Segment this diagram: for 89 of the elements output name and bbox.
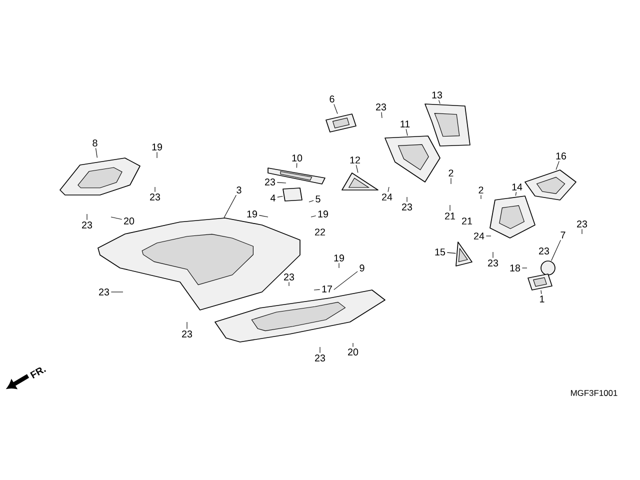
callout-number: 21 — [445, 212, 455, 220]
callout-number: 20 — [348, 348, 358, 356]
cover-plate — [524, 170, 576, 200]
leader-line — [314, 289, 320, 290]
callout-number: 19 — [318, 210, 328, 218]
callout-number: 1 — [540, 296, 544, 302]
callout-number: 12 — [350, 156, 360, 164]
callout-number: 5 — [316, 196, 320, 202]
callout-number: 23 — [488, 260, 498, 266]
leader-line — [258, 215, 268, 218]
leader-line — [186, 322, 188, 330]
switch-cover — [490, 196, 536, 238]
callout-number: 23 — [577, 220, 588, 228]
side-panel — [60, 158, 140, 196]
leader-line — [310, 216, 316, 218]
callout-number: 7 — [560, 232, 566, 238]
callout-number: 20 — [124, 218, 134, 224]
callout-number: 21 — [462, 218, 472, 224]
leader-line — [480, 194, 482, 200]
pocket-frame — [424, 104, 470, 146]
callout-number: 23 — [150, 194, 160, 200]
leader-line — [388, 186, 390, 192]
callout-number: 10 — [292, 154, 302, 162]
pocket-lid — [384, 136, 440, 182]
seal-ring — [342, 172, 378, 190]
callout-number: 24 — [382, 194, 392, 200]
key — [528, 274, 552, 290]
callout-number: 23 — [265, 178, 276, 186]
callout-number: 2 — [448, 170, 454, 176]
leader-line — [288, 282, 290, 286]
callout-number: 3 — [236, 186, 242, 194]
callout-number: 15 — [435, 248, 446, 256]
leader-line — [446, 252, 456, 254]
bracket — [326, 114, 356, 132]
callout-number: 23 — [82, 222, 92, 228]
leader-line — [352, 342, 354, 348]
drawing-code: MGF3F1001 — [571, 390, 618, 396]
leader-line — [438, 100, 440, 104]
seal-ring — [456, 242, 472, 266]
leader-line — [338, 262, 340, 268]
callout-number: 24 — [474, 232, 484, 240]
leader-line — [540, 290, 542, 294]
callout-number: 9 — [360, 264, 364, 272]
callout-number: 22 — [315, 228, 325, 236]
leader-line — [86, 214, 88, 220]
callout-number: 11 — [400, 120, 410, 128]
callout-number: 16 — [556, 152, 566, 160]
leader-line — [406, 196, 408, 202]
callout-number: 4 — [270, 194, 276, 202]
callout-number: 17 — [322, 286, 332, 292]
callout-number: 23 — [284, 274, 294, 280]
direction-label: FR. — [30, 368, 46, 379]
callout-number: 19 — [334, 254, 344, 262]
leader-line — [334, 271, 358, 290]
leader-line — [515, 192, 517, 196]
callout-number: 2 — [478, 186, 484, 194]
leader-line — [450, 178, 452, 184]
callout-number: 19 — [152, 144, 162, 150]
leader-line — [154, 186, 156, 192]
leader-line — [381, 112, 382, 118]
leader-line — [556, 160, 560, 170]
leader-line — [156, 152, 158, 158]
callout-number: 13 — [432, 92, 442, 98]
leader-line — [96, 148, 98, 158]
leader-line — [110, 216, 122, 220]
inner-cover — [98, 218, 300, 310]
leader-line — [224, 194, 236, 218]
callout-number: 8 — [92, 140, 98, 146]
callout-number: 23 — [99, 288, 110, 296]
leader-line — [308, 200, 314, 202]
callout-number: 23 — [315, 354, 326, 362]
clip — [282, 188, 302, 202]
leader-line — [277, 196, 283, 198]
callout-number: 23 — [376, 104, 386, 110]
callout-number: 18 — [510, 264, 520, 272]
leader-line — [406, 128, 408, 136]
leader-line — [276, 182, 286, 184]
callout-number: 19 — [247, 210, 257, 218]
leader-line — [296, 162, 298, 168]
leader-line — [356, 164, 358, 173]
lock-cylinder — [540, 260, 556, 276]
callout-number: 23 — [182, 330, 192, 338]
callout-number: 23 — [402, 204, 412, 210]
callout-number: 6 — [330, 96, 334, 102]
leader-line — [334, 104, 338, 114]
callout-number: 14 — [512, 184, 522, 190]
leader-line — [551, 240, 561, 261]
leader-line — [492, 252, 494, 258]
callout-number: 23 — [539, 248, 550, 254]
